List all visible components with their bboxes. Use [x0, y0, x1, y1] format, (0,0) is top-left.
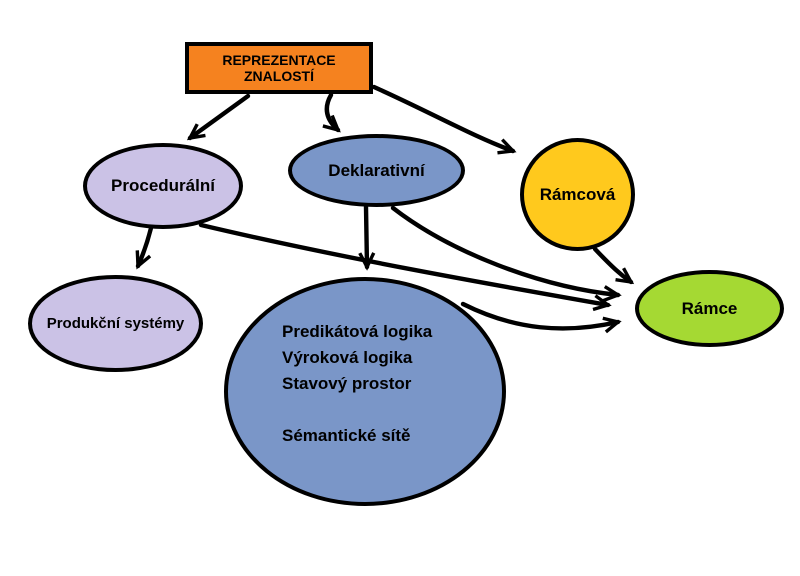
node-ramcova: Rámcová: [520, 138, 635, 251]
node-label: Deklarativní: [328, 160, 425, 180]
edge-ramcova-to-ramce: [592, 246, 635, 285]
node-ramce: Rámce: [635, 270, 784, 347]
edge-root-to-proceduralni: [186, 93, 251, 141]
node-deklarativni: Deklarativní: [288, 134, 465, 207]
methods-text-block: Predikátová logika Výroková logika Stavo…: [282, 319, 432, 449]
node-label: Rámcová: [539, 184, 616, 204]
edge-deklarativni-to-metody: [358, 204, 376, 271]
node-label: Produkční systémy: [46, 315, 185, 332]
node-produkcni-systemy: Produkční systémy: [28, 275, 203, 372]
methods-line-vyrokova-logika: Výroková logika: [282, 348, 413, 367]
methods-line-stavovy-prostor: Stavový prostor: [282, 374, 412, 393]
node-proceduralni: Procedurální: [83, 143, 243, 229]
node-label: REPREZENTACE ZNALOSTÍ: [222, 52, 336, 84]
methods-line-semanticke-site: Sémantické sítě: [282, 426, 411, 445]
edge-proceduralni-to-produkcni-systemy: [135, 225, 154, 270]
edge-root-to-deklarativni: [322, 92, 341, 133]
node-reprezentace-znalosti: REPREZENTACE ZNALOSTÍ: [185, 42, 373, 94]
methods-line-predikatova-logika: Predikátová logika: [282, 322, 433, 341]
node-deklarativni-metody: Predikátová logika Výroková logika Stavo…: [224, 277, 506, 506]
edge-metody-to-ramce: [460, 301, 622, 334]
node-label: Procedurální: [111, 176, 215, 195]
node-label: Rámce: [681, 298, 738, 318]
methods-blank-line: [282, 397, 432, 423]
